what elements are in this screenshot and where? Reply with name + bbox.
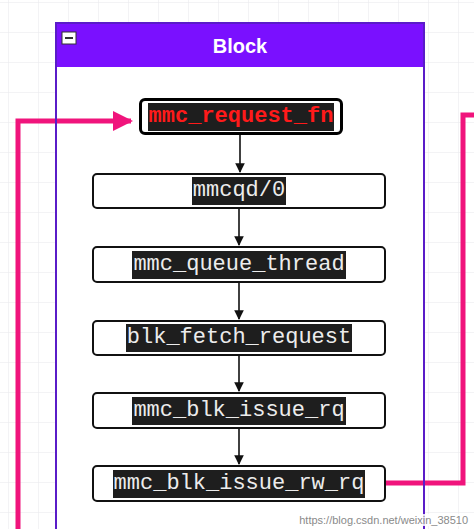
function-name: blk_fetch_request: [126, 324, 352, 352]
process-box: blk_fetch_request: [92, 320, 386, 356]
flow-arrow: [238, 283, 240, 319]
process-box: mmcqd/0: [92, 173, 386, 209]
flow-arrow: [238, 429, 240, 464]
function-name: mmcqd/0: [192, 177, 286, 205]
function-name: mmc_blk_issue_rq: [132, 397, 345, 425]
minimize-icon: [62, 32, 76, 44]
panel-title-bar: [56, 23, 424, 67]
process-box: mmc_queue_thread: [92, 246, 386, 283]
container-panel: Block mmc_request_fn mmcqd/0 mmc_queue_thre…: [55, 22, 425, 529]
flow-arrow: [238, 356, 240, 391]
panel-fill: [56, 23, 424, 529]
minimize-icon-dash: [65, 37, 73, 39]
outgoing-flow-line: [386, 115, 474, 483]
function-name: mmc_request_fn: [148, 103, 335, 131]
flow-arrow: [239, 135, 241, 172]
watermark: https://blog.csdn.net/weixin_38510: [297, 514, 470, 526]
panel-heading: Block: [213, 35, 267, 58]
function-name: mmc_queue_thread: [132, 251, 345, 279]
process-box: mmc_blk_issue_rw_rq: [92, 465, 386, 502]
flow-arrow: [238, 209, 240, 245]
process-box: mmc_request_fn: [139, 98, 343, 135]
function-name: mmc_blk_issue_rw_rq: [113, 470, 366, 498]
panel-title: Block: [57, 24, 423, 68]
process-box: mmc_blk_issue_rq: [92, 392, 386, 429]
